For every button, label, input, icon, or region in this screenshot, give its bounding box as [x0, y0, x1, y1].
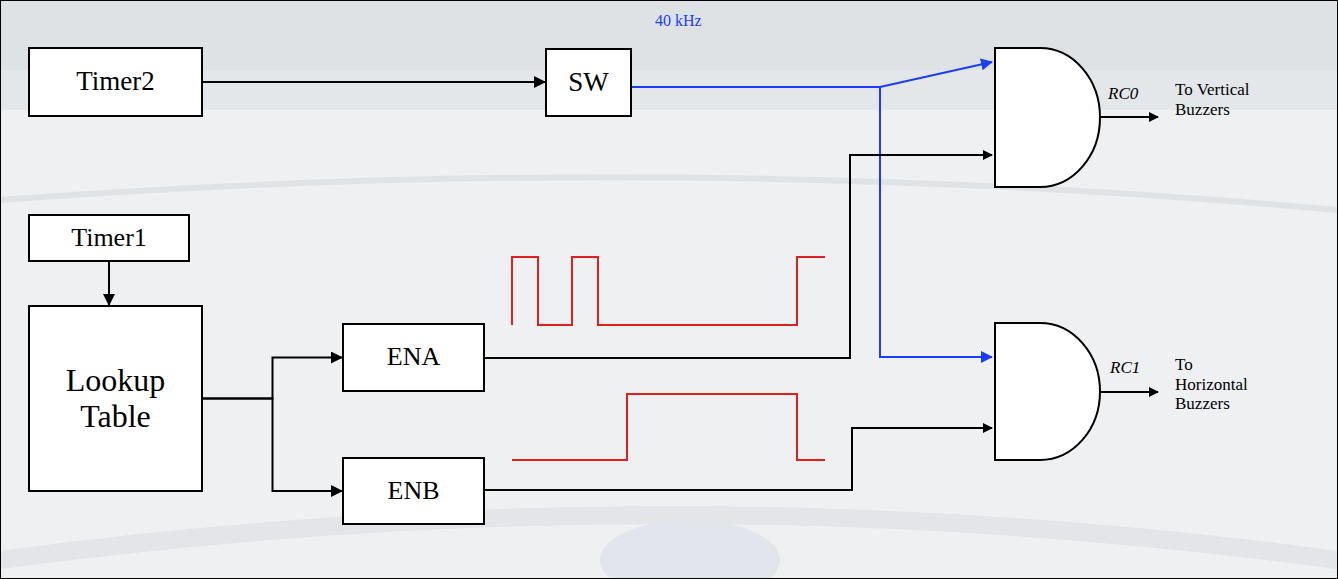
pin-name: RC1 — [1110, 358, 1140, 378]
box-label: SW — [568, 68, 609, 98]
output-note: To Horizontal Buzzers — [1175, 355, 1267, 414]
signal-arrow — [203, 81, 545, 83]
enable-wire — [485, 155, 992, 358]
signal-arrow — [203, 399, 342, 492]
box-label: ENA — [387, 343, 440, 372]
process-box: SW — [545, 48, 632, 117]
box-label: Timer2 — [76, 67, 155, 97]
output-wire — [1100, 116, 1158, 118]
and-gate — [995, 323, 1100, 460]
process-box: Lookup Table — [28, 305, 203, 492]
process-box: Timer2 — [28, 47, 203, 117]
frequency-label: 40 kHz — [655, 12, 702, 30]
box-label: Timer1 — [71, 224, 147, 253]
and-gate — [995, 48, 1100, 187]
signal-arrow — [108, 262, 110, 305]
ena-waveform — [512, 257, 825, 325]
process-box: ENA — [342, 323, 485, 392]
clock-wire — [880, 87, 992, 357]
process-box: Timer1 — [28, 214, 190, 262]
pin-name: RC0 — [1108, 84, 1138, 104]
signal-arrow — [203, 358, 342, 399]
clock-wire — [632, 62, 992, 87]
box-label: Lookup Table — [56, 363, 176, 433]
output-note: To Vertical Buzzers — [1175, 80, 1267, 119]
box-label: ENB — [388, 477, 440, 506]
process-box: ENB — [342, 457, 485, 525]
output-wire — [1100, 391, 1158, 393]
enb-waveform — [512, 394, 825, 460]
